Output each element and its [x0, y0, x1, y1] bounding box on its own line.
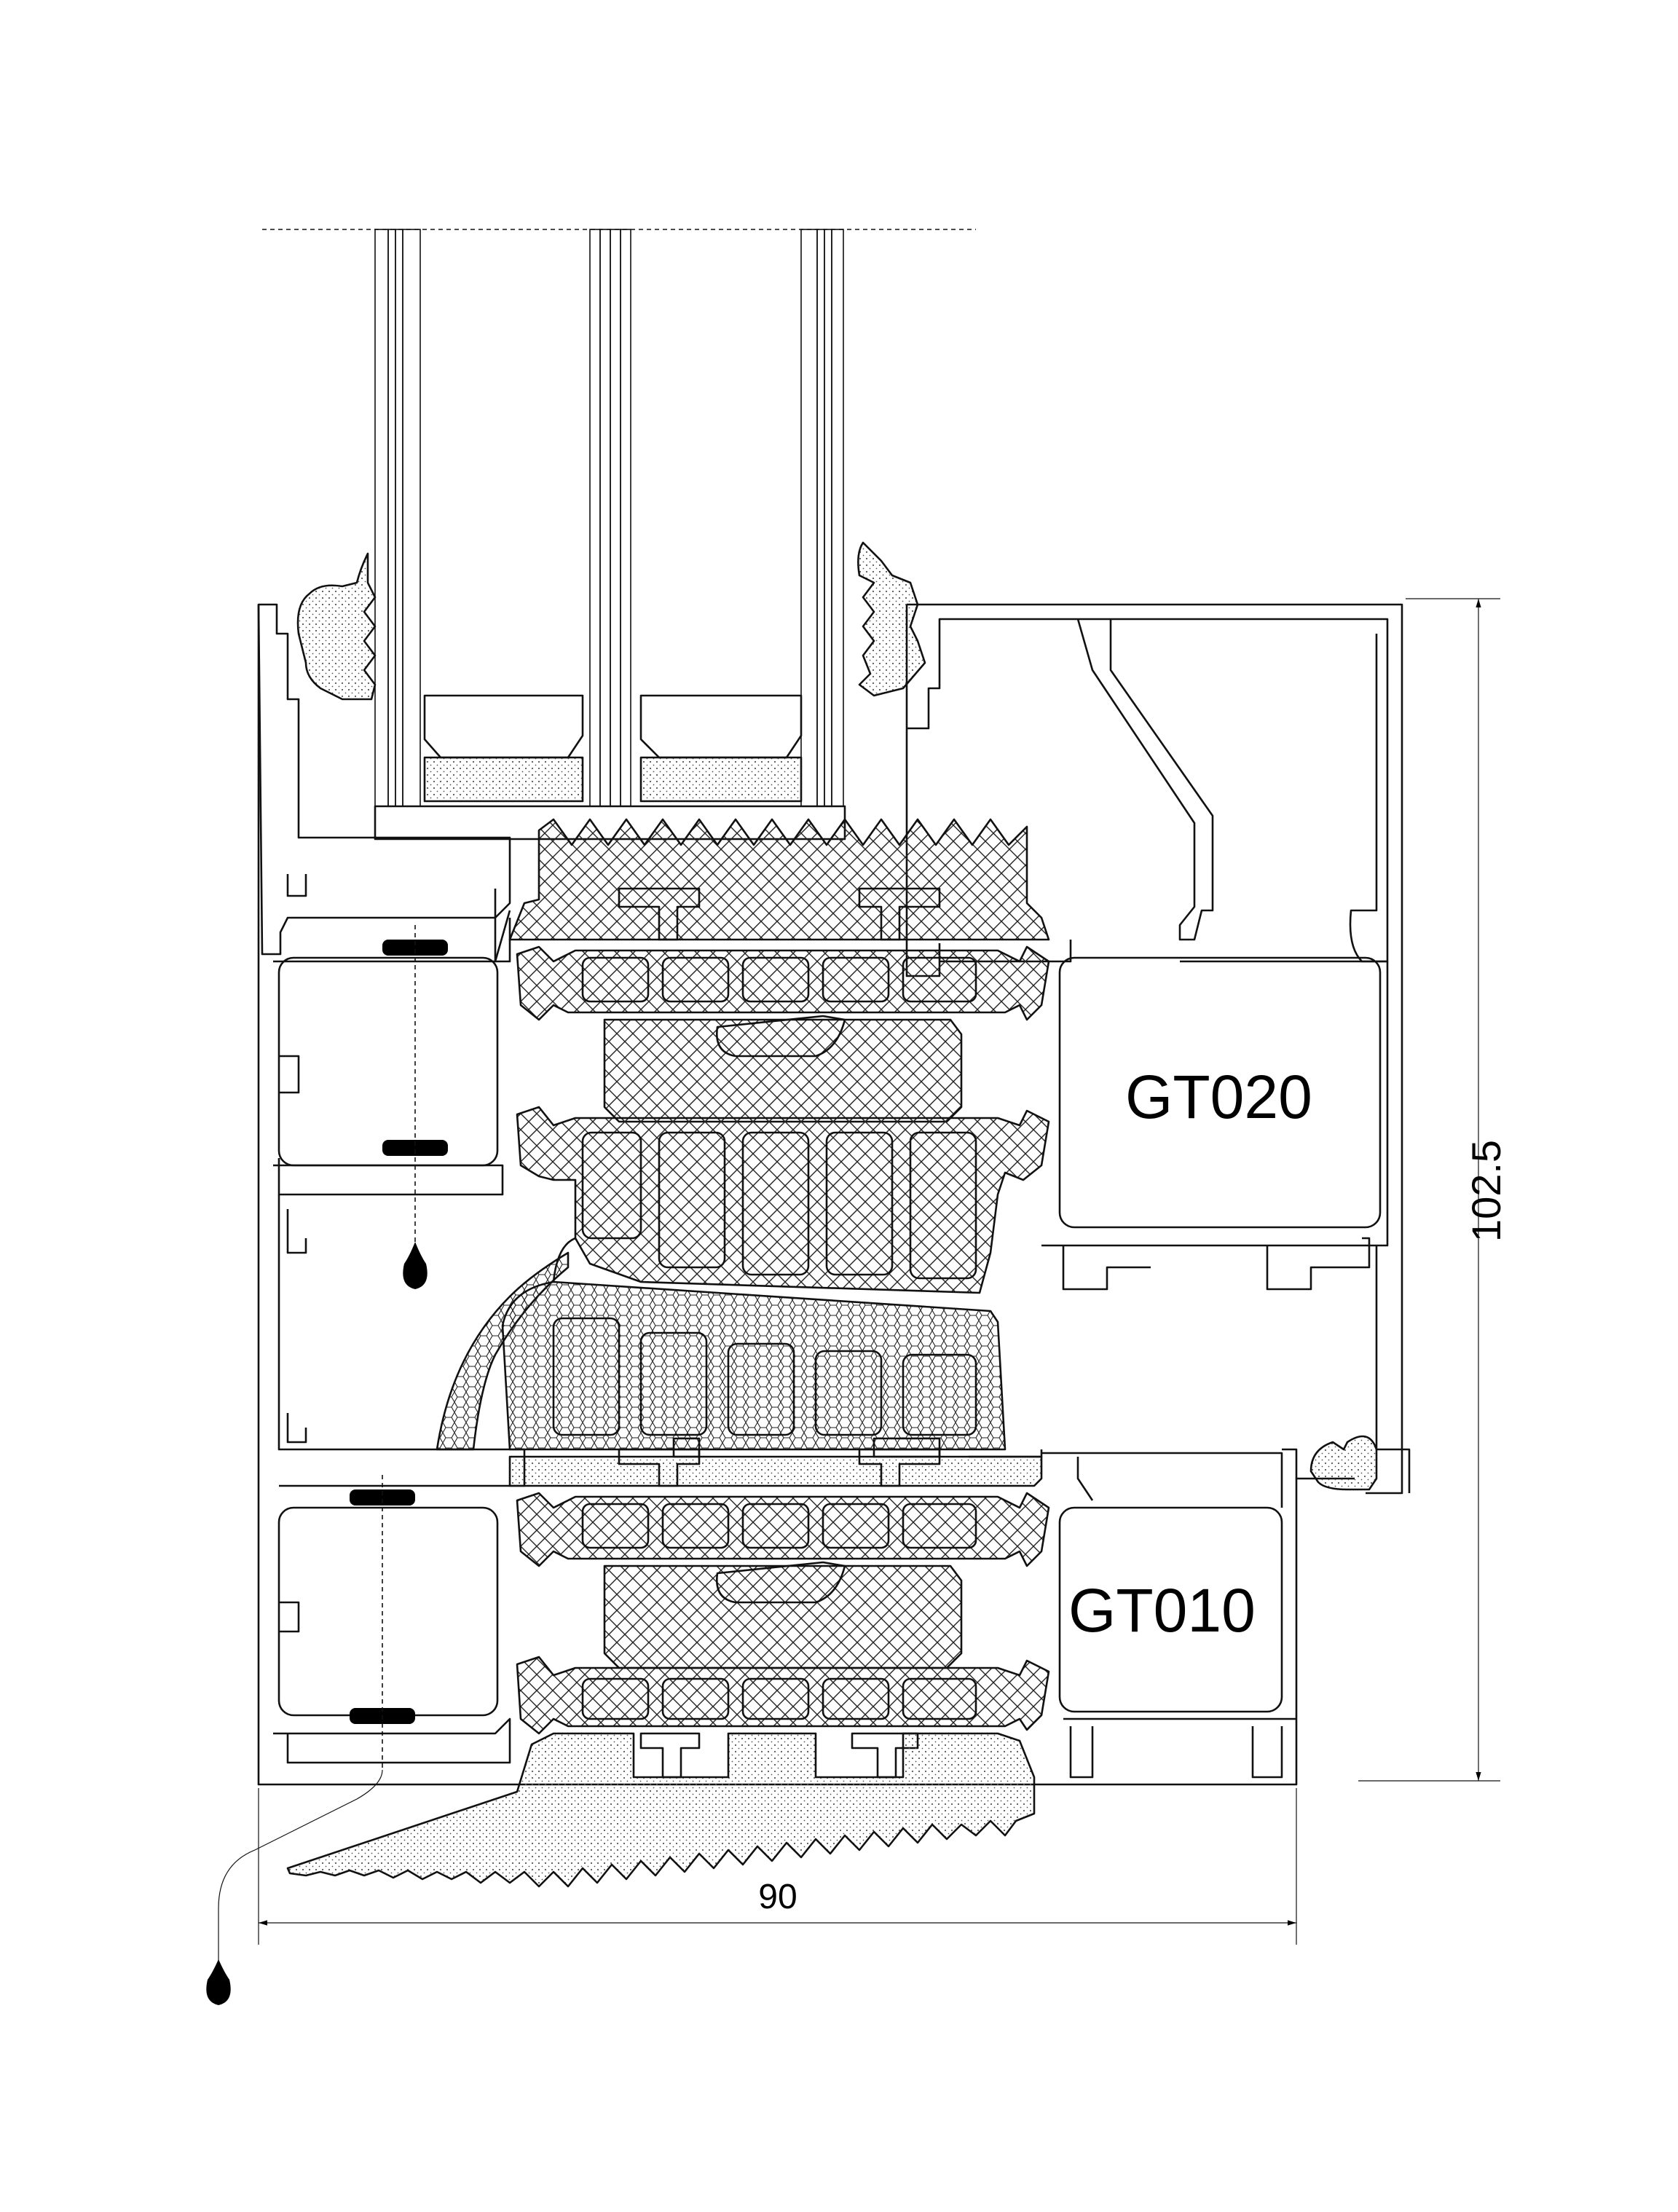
lower-t-bar-left	[618, 1448, 701, 1487]
upper-thermal-break	[516, 945, 1050, 1294]
drainage-flap	[436, 1251, 570, 1451]
middle-honeycomb-seal	[501, 1280, 1007, 1451]
lower-t-bar-right	[858, 1448, 941, 1487]
width-dimension: 90	[758, 1878, 797, 1916]
frame-seal-right	[1309, 1435, 1378, 1491]
profile-label-gt010: GT010	[1068, 1576, 1256, 1645]
bottom-t-bar-left	[639, 1732, 701, 1779]
glazing-seal-left	[296, 552, 377, 701]
top-thermal-seal	[508, 818, 1050, 941]
drain-path-lower	[218, 1769, 383, 1967]
bottom-threshold-seal	[286, 1732, 1036, 1888]
profile-label-gt020: GT020	[1125, 1063, 1312, 1131]
upper-t-bar-right	[858, 887, 941, 941]
water-drop-lower	[206, 1959, 231, 2005]
height-dimension: 102.5	[1463, 1140, 1509, 1242]
lower-seal-strip	[508, 1455, 1043, 1487]
gaskets	[350, 940, 448, 1724]
water-drop-upper	[403, 1242, 428, 1289]
glazing-unit	[374, 229, 846, 841]
glazing-seal-right	[857, 541, 926, 697]
dimension-lines	[258, 598, 1500, 1945]
lower-thermal-break	[516, 1437, 1050, 1735]
upper-t-bar-left	[618, 887, 701, 941]
